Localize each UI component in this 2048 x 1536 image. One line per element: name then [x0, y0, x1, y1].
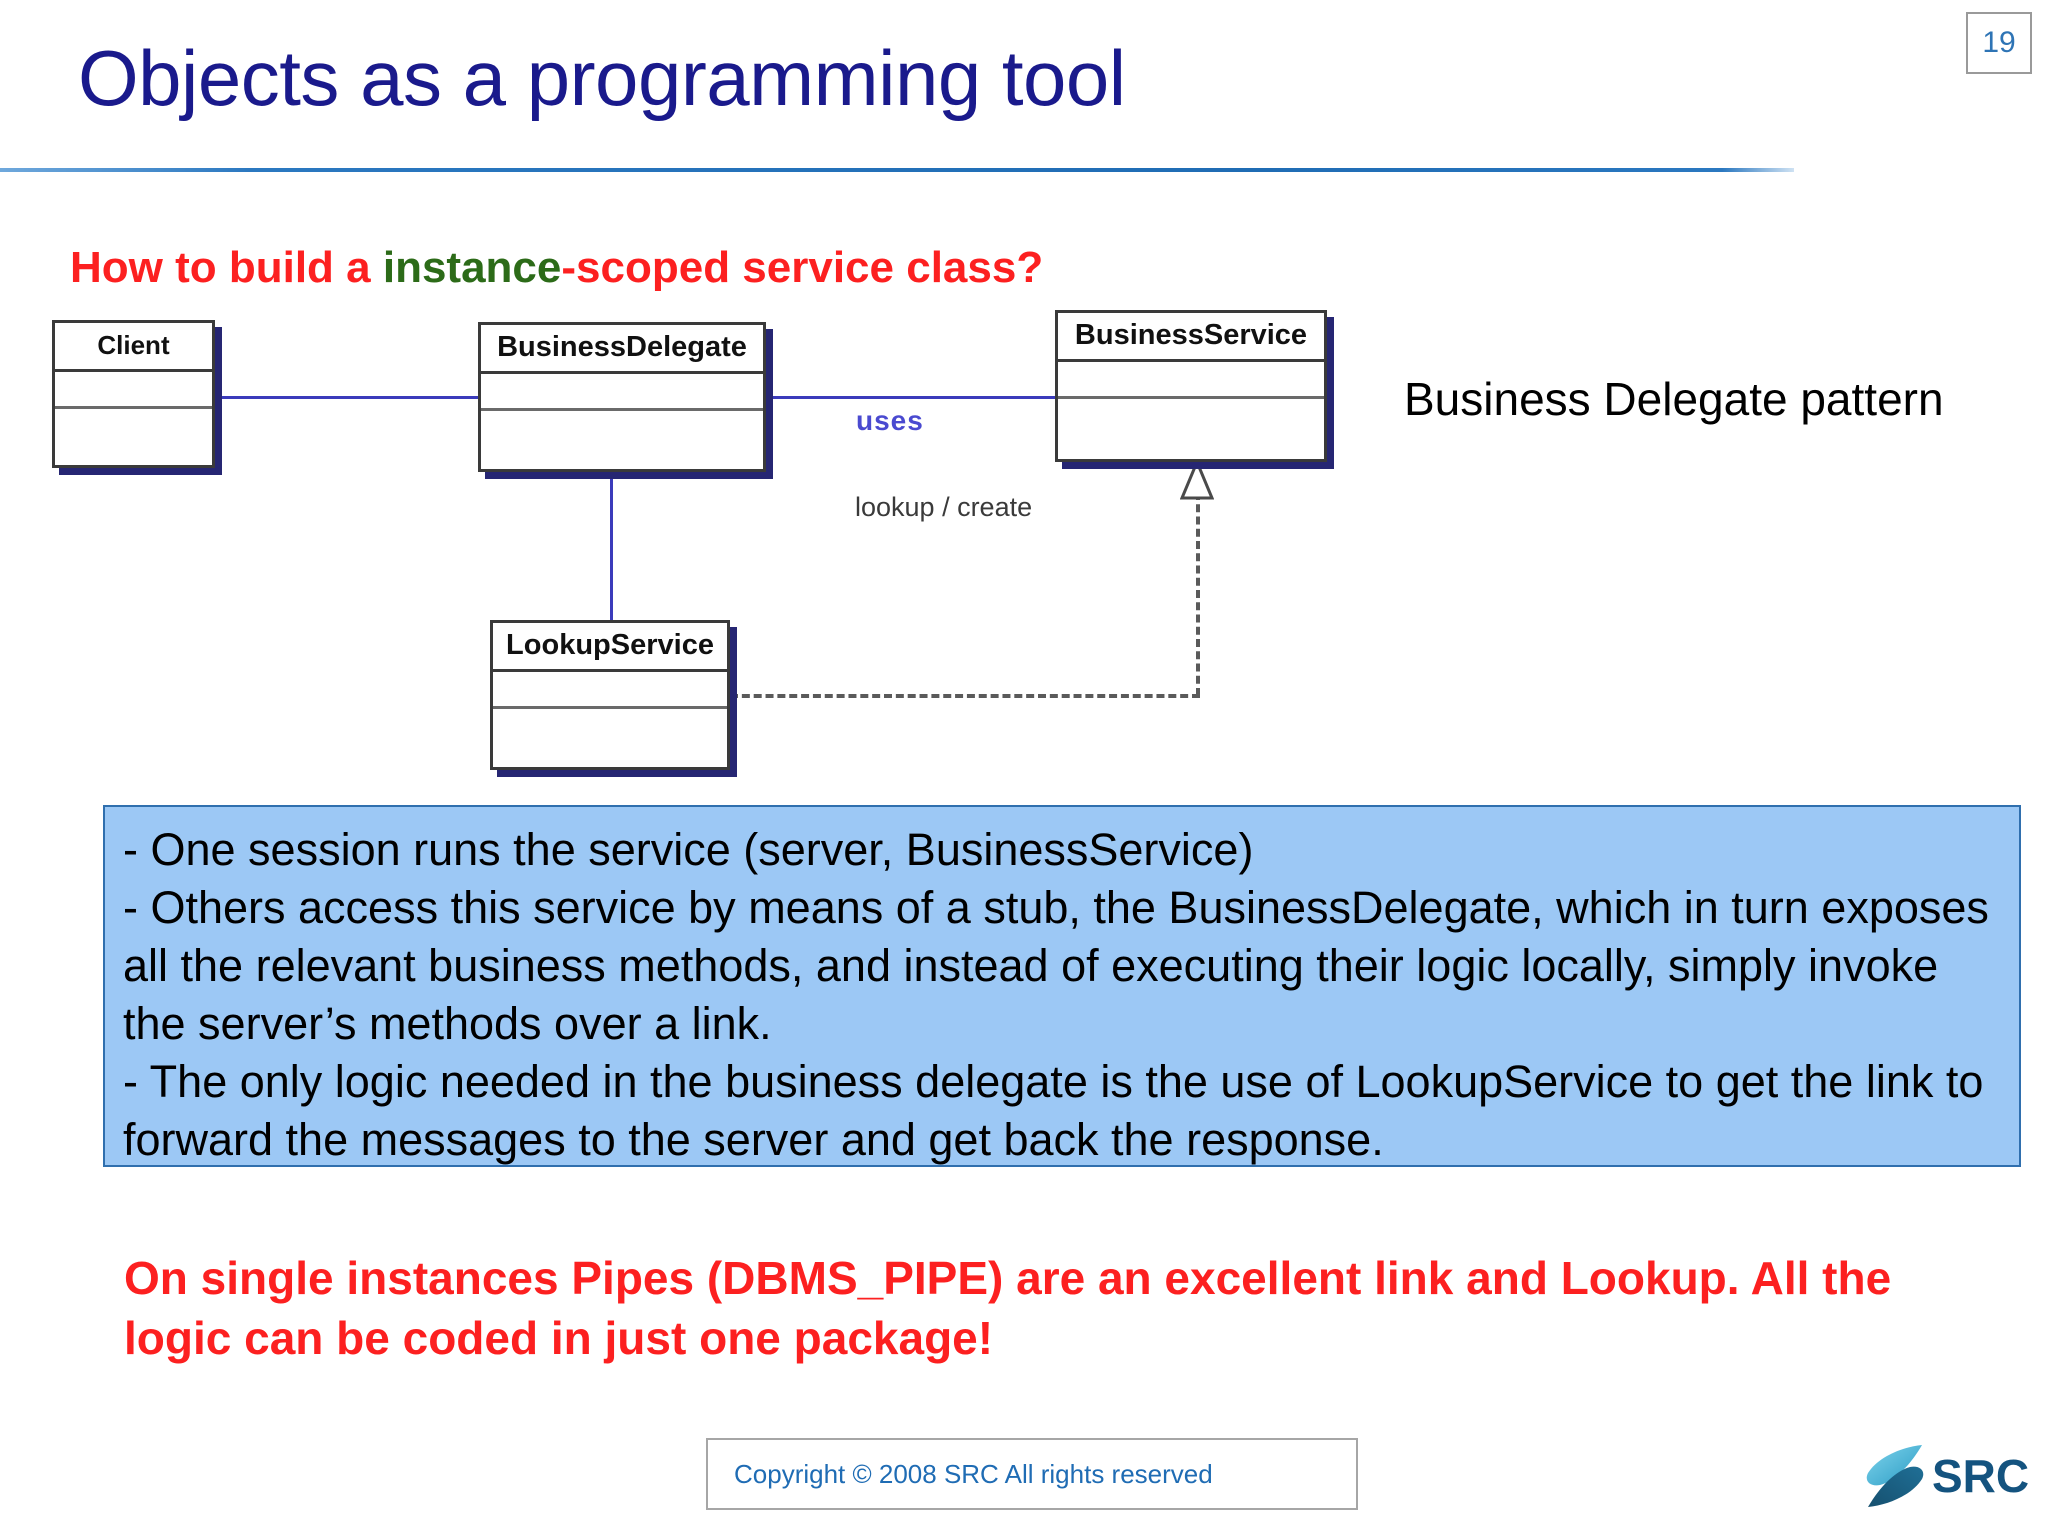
uml-operations-compartment	[1058, 399, 1324, 545]
question-part-2: -scoped service class?	[561, 243, 1044, 292]
question-part-1: How to build a	[70, 243, 383, 292]
connector-client-businessdelegate	[215, 396, 481, 399]
uml-class-client: Client	[52, 320, 215, 468]
uml-operations-compartment	[55, 409, 212, 551]
uml-attributes-compartment	[55, 372, 212, 409]
page-title: Objects as a programming tool	[78, 34, 1126, 122]
explanation-panel: - One session runs the service (server, …	[103, 805, 2021, 1167]
copyright-text: Copyright © 2008 SRC All rights reserved	[734, 1458, 1213, 1489]
question-highlight: instance	[382, 243, 562, 292]
connector-businessdelegate-lookupservice	[610, 472, 613, 622]
explanation-line-3: - The only logic needed in the business …	[123, 1056, 1984, 1165]
uml-class-diagram: Client BusinessDelegate BusinessService …	[0, 300, 1400, 800]
uml-class-businessservice: BusinessService	[1055, 310, 1327, 462]
dependency-line-vertical	[1196, 492, 1200, 696]
uml-class-lookupservice: LookupService	[490, 620, 730, 770]
src-swoosh-icon	[1866, 1445, 1924, 1507]
copyright-box: Copyright © 2008 SRC All rights reserved	[706, 1438, 1358, 1510]
hollow-triangle-arrowhead-icon	[1180, 460, 1214, 500]
uml-attributes-compartment	[481, 374, 763, 411]
question-heading: How to build a instance-scoped service c…	[70, 243, 1043, 293]
connector-label-uses: uses	[856, 405, 924, 436]
conclusion-text: On single instances Pipes (DBMS_PIPE) ar…	[124, 1252, 1892, 1364]
uml-operations-compartment	[481, 411, 763, 555]
uml-class-name: BusinessService	[1058, 313, 1324, 362]
explanation-line-2: - Others access this service by means of…	[123, 882, 1989, 1049]
uml-class-name: LookupService	[493, 623, 727, 672]
title-divider	[0, 168, 1794, 172]
connector-label-lookup-create: lookup / create	[855, 492, 1033, 522]
diagram-caption: Business Delegate pattern	[1404, 373, 1944, 425]
dependency-line-horizontal	[730, 694, 1200, 698]
page-number-value: 19	[1982, 26, 2016, 59]
uml-class-name: Client	[55, 323, 212, 372]
uml-class-name: BusinessDelegate	[481, 325, 763, 374]
uml-attributes-compartment	[493, 672, 727, 709]
explanation-line-1: - One session runs the service (server, …	[123, 824, 1254, 875]
page-number-badge: 19	[1966, 12, 2032, 74]
src-logo: SRC	[1862, 1438, 2034, 1514]
uml-attributes-compartment	[1058, 362, 1324, 399]
connector-businessdelegate-businessservice	[766, 396, 1058, 399]
src-logo-text: SRC	[1932, 1450, 2030, 1502]
uml-class-businessdelegate: BusinessDelegate	[478, 322, 766, 472]
